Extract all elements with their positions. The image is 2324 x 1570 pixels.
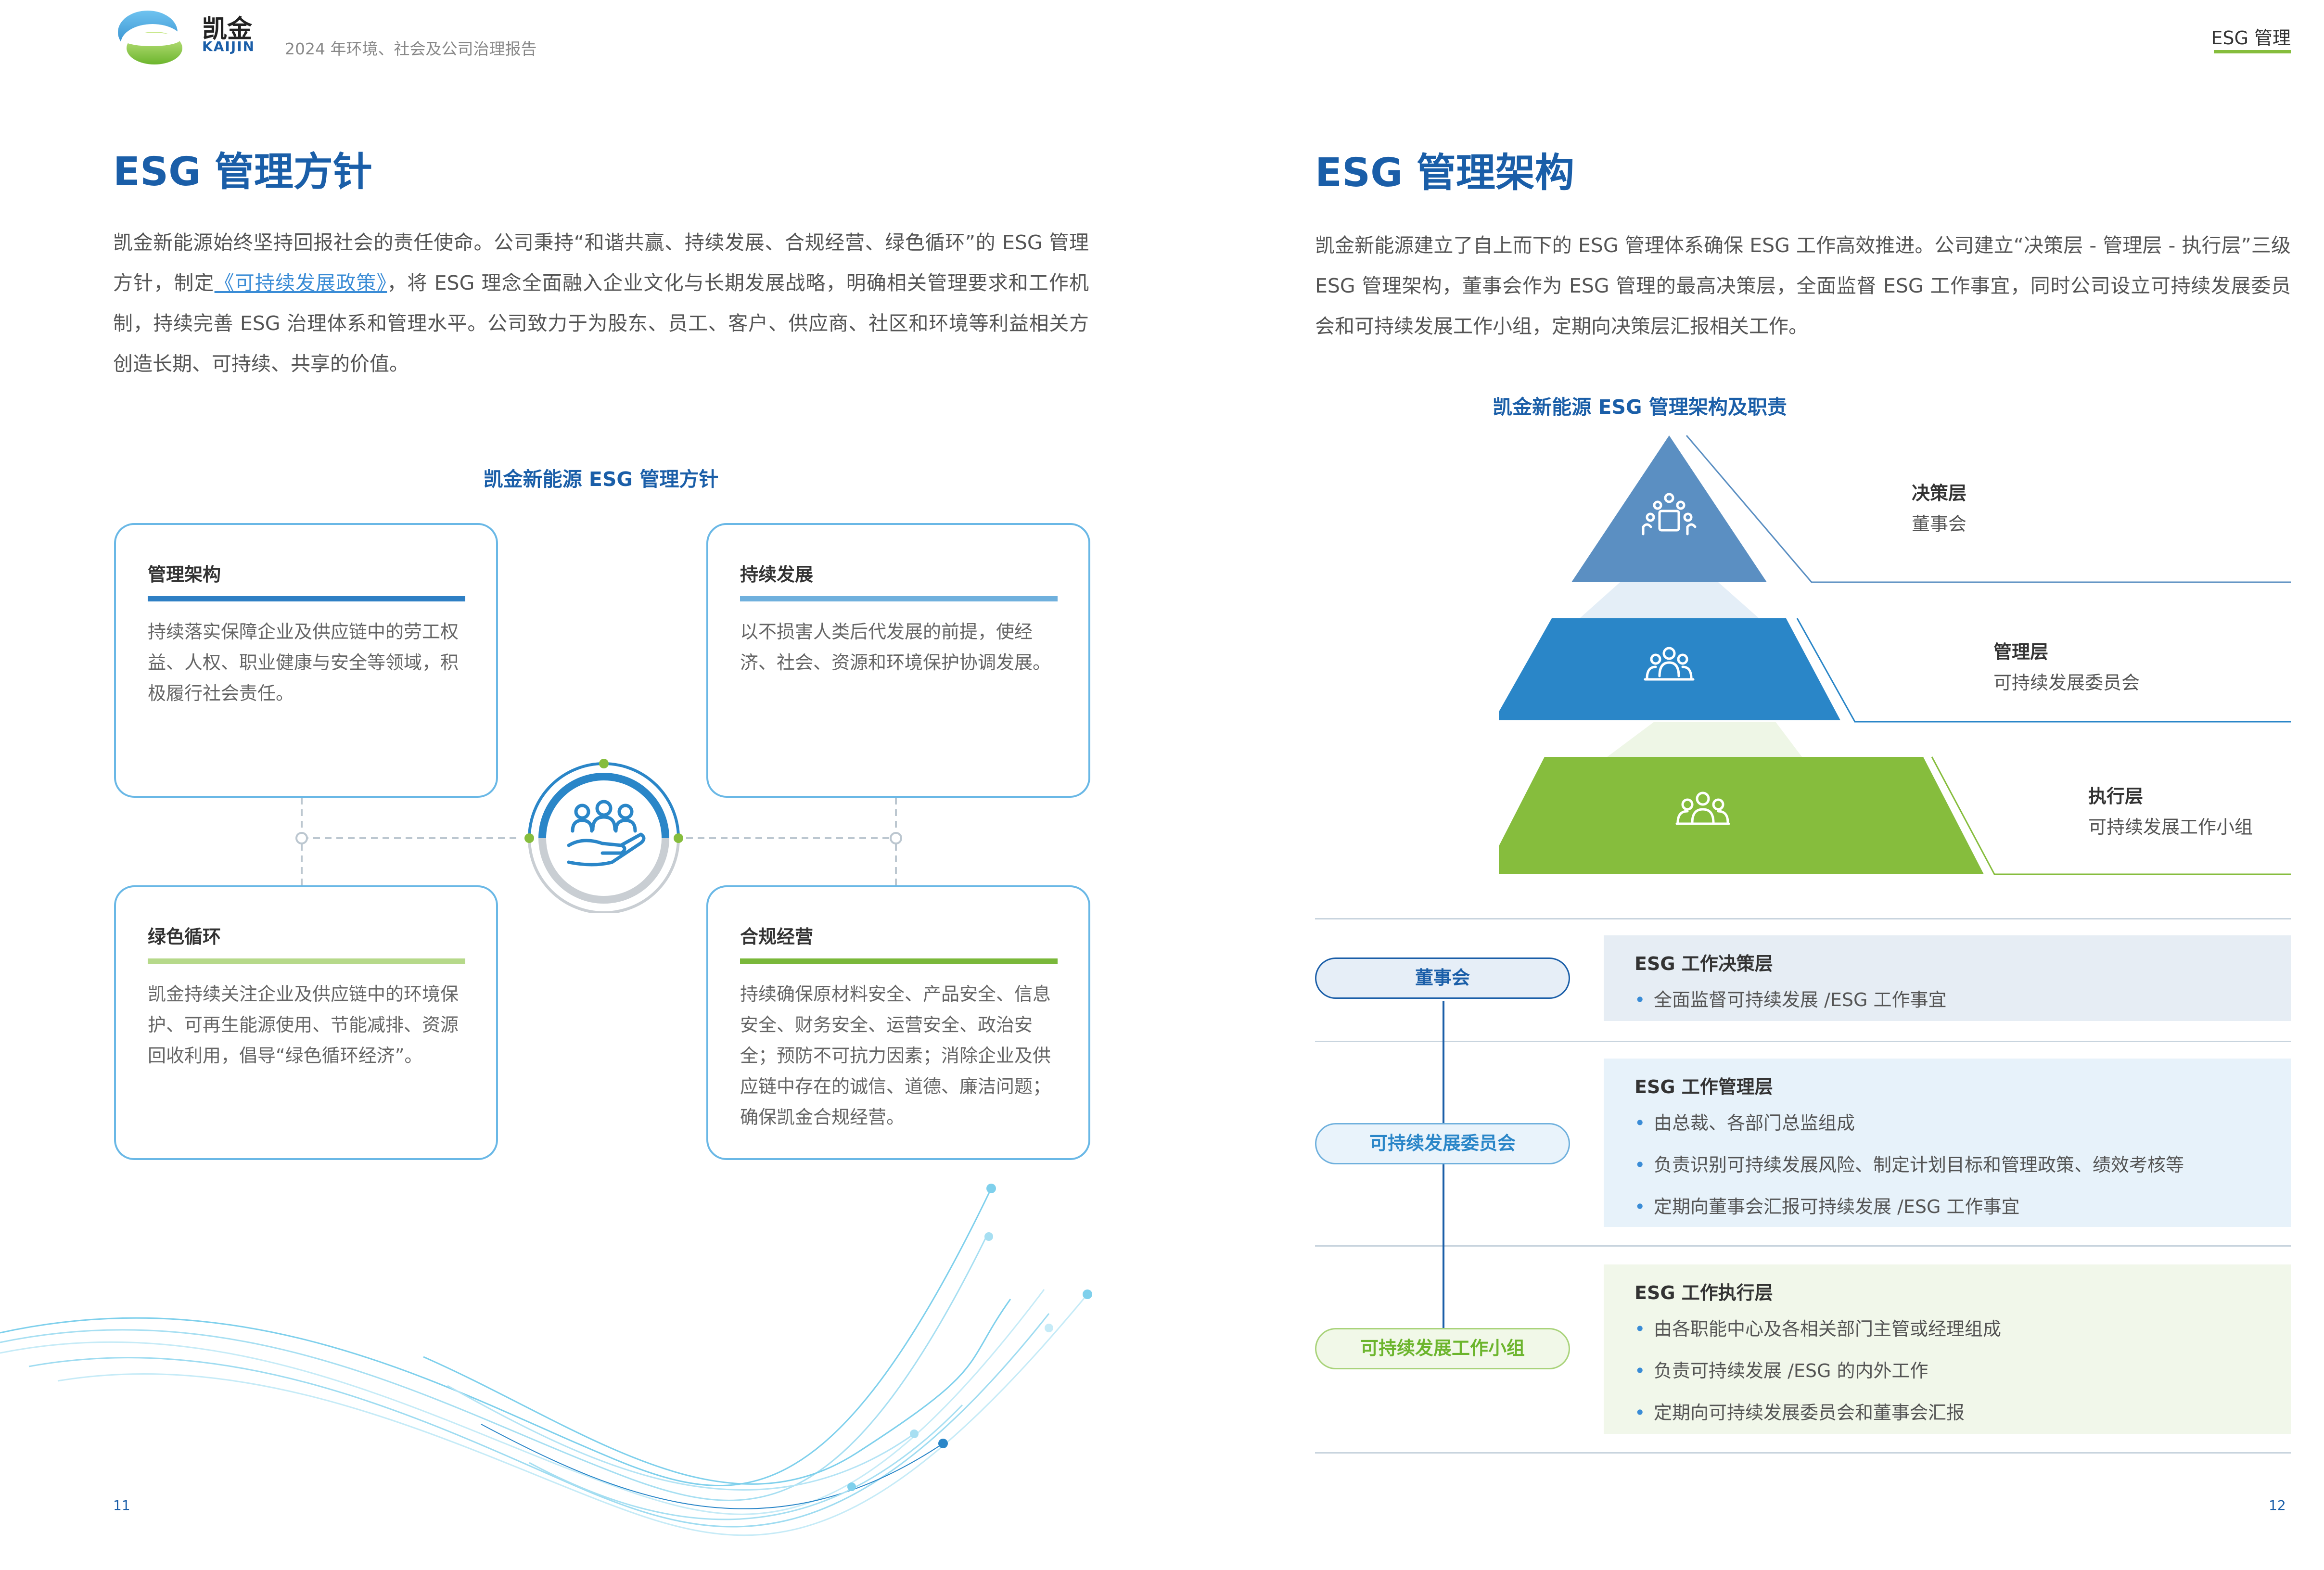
structure-diagram-title: 凯金新能源 ESG 管理架构及职责: [1493, 396, 1787, 419]
role-board: 董事会: [1315, 957, 1570, 999]
kaijin-logo-icon: [118, 11, 184, 64]
left-paragraph: 凯金新能源始终坚持回报社会的责任使命。公司秉持“和谐共赢、持续发展、合规经营、绿…: [113, 222, 1089, 384]
card-compliance: 合规经营 持续确保原材料安全、产品安全、信息安全、财务安全、运营安全、政治安全；…: [706, 885, 1090, 1160]
brand-name-en: KAIJIN: [202, 38, 255, 54]
info-box-execution: ESG 工作执行层 由各职能中心及各相关部门主管或经理组成 负责可持续发展 /E…: [1604, 1264, 2291, 1434]
pyramid-level-decision: 决策层: [1912, 483, 1967, 504]
role-connector-line: [1443, 1001, 1444, 1347]
policy-diagram-title: 凯金新能源 ESG 管理方针: [483, 468, 719, 491]
right-page: ESG 管理 ESG 管理架构 凯金新能源建立了自上而下的 ESG 管理体系确保…: [1162, 0, 2324, 1570]
pyramid-level-execution-sub: 可持续发展工作小组: [2088, 817, 2253, 838]
info-item: 全面监督可持续发展 /ESG 工作事宜: [1634, 988, 2291, 1012]
left-page: 凯金 KAIJIN 2024 年环境、社会及公司治理报告 ESG 管理方针 凯金…: [0, 11, 1092, 1536]
card-text: 持续确保原材料安全、产品安全、信息安全、财务安全、运营安全、政治安全；预防不可抗…: [740, 983, 1051, 1128]
card-management-structure: 管理架构 持续落实保障企业及供应链中的劳工权益、人权、职业健康与安全等领域，积极…: [114, 523, 498, 798]
card-title: 合规经营: [740, 926, 814, 947]
info-title: ESG 工作决策层: [1634, 953, 1773, 974]
decorative-wave-lines: [0, 1184, 1092, 1536]
left-heading: ESG 管理方针: [113, 149, 372, 195]
page-number: 12: [2269, 1497, 2286, 1513]
connector-lines: [295, 798, 902, 885]
card-sustainable-development: 持续发展 以不损害人类后代发展的前提，使经济、社会、资源和环境保护协调发展。: [706, 523, 1090, 798]
paragraph-part-1: 凯金新能源始终坚持回报社会的责任使命。公司秉持“和谐共赢、持续发展、合规经营、绿…: [113, 231, 1089, 294]
card-text: 凯金持续关注企业及供应链中的环境保护、可再生能源使用、节能减排、资源回收利用，倡…: [148, 983, 459, 1066]
info-box-management: ESG 工作管理层 由总裁、各部门总监组成 负责识别可持续发展风险、制定计划目标…: [1604, 1059, 2291, 1227]
card-accent-bar: [740, 958, 1058, 964]
esg-structure-pyramid: [1499, 435, 2291, 875]
role-committee: 可持续发展委员会: [1315, 1123, 1570, 1164]
meeting-icon: [1642, 493, 1697, 536]
policy-link[interactable]: 《可持续发展政策》: [214, 271, 387, 294]
team-icon: [1644, 647, 1695, 681]
info-box-decision: ESG 工作决策层 全面监督可持续发展 /ESG 工作事宜: [1604, 935, 2291, 1021]
info-item: 由各职能中心及各相关部门主管或经理组成: [1634, 1317, 2291, 1341]
info-item: 定期向可持续发展委员会和董事会汇报: [1634, 1401, 2291, 1425]
card-text: 以不损害人类后代发展的前提，使经济、社会、资源和环境保护协调发展。: [740, 621, 1051, 673]
info-item: 由总裁、各部门总监组成: [1634, 1111, 2291, 1135]
group-icon: [1675, 791, 1730, 825]
table-top-border: [1315, 918, 2291, 919]
table-bottom-border: [1315, 1452, 2291, 1454]
card-title: 绿色循环: [148, 926, 221, 947]
pyramid-level-management: 管理层: [1993, 641, 2049, 663]
page-number: 11: [113, 1497, 130, 1513]
section-tag: ESG 管理: [2211, 27, 2291, 49]
pyramid-level-execution: 执行层: [2088, 786, 2144, 807]
card-green-cycle: 绿色循环 凯金持续关注企业及供应链中的环境保护、可再生能源使用、节能减排、资源回…: [114, 885, 498, 1160]
pyramid-level-management-sub: 可持续发展委员会: [1993, 672, 2140, 693]
brand-name-cn: 凯金: [202, 15, 253, 44]
pyramid-level-decision-sub: 董事会: [1912, 513, 1967, 535]
role-working-group: 可持续发展工作小组: [1315, 1328, 1570, 1369]
card-accent-bar: [148, 958, 465, 964]
report-title: 2024 年环境、社会及公司治理报告: [285, 39, 537, 58]
card-accent-bar: [148, 596, 465, 601]
card-text: 持续落实保障企业及供应链中的劳工权益、人权、职业健康与安全等领域，积极履行社会责…: [148, 621, 459, 704]
hand-people-icon: [524, 759, 683, 913]
card-accent-bar: [740, 596, 1058, 601]
info-title: ESG 工作执行层: [1634, 1282, 1773, 1303]
info-title: ESG 工作管理层: [1634, 1076, 1773, 1098]
table-divider: [1315, 1245, 2291, 1247]
right-heading: ESG 管理架构: [1315, 150, 1574, 196]
info-item: 负责可持续发展 /ESG 的内外工作: [1634, 1359, 2291, 1383]
right-paragraph: 凯金新能源建立了自上而下的 ESG 管理体系确保 ESG 工作高效推进。公司建立…: [1315, 234, 2291, 338]
section-tag-underline: [2214, 50, 2291, 53]
card-title: 持续发展: [740, 564, 814, 585]
table-divider: [1315, 1041, 2291, 1042]
info-item: 定期向董事会汇报可持续发展 /ESG 工作事宜: [1634, 1195, 2291, 1219]
paragraph-part-2: ，将 ESG 理念全面融入企业文化与长期发展战略，明确相关管理要求和工作机制，持…: [113, 271, 1089, 375]
card-title: 管理架构: [148, 564, 221, 585]
info-item: 负责识别可持续发展风险、制定计划目标和管理政策、绩效考核等: [1634, 1153, 2291, 1177]
